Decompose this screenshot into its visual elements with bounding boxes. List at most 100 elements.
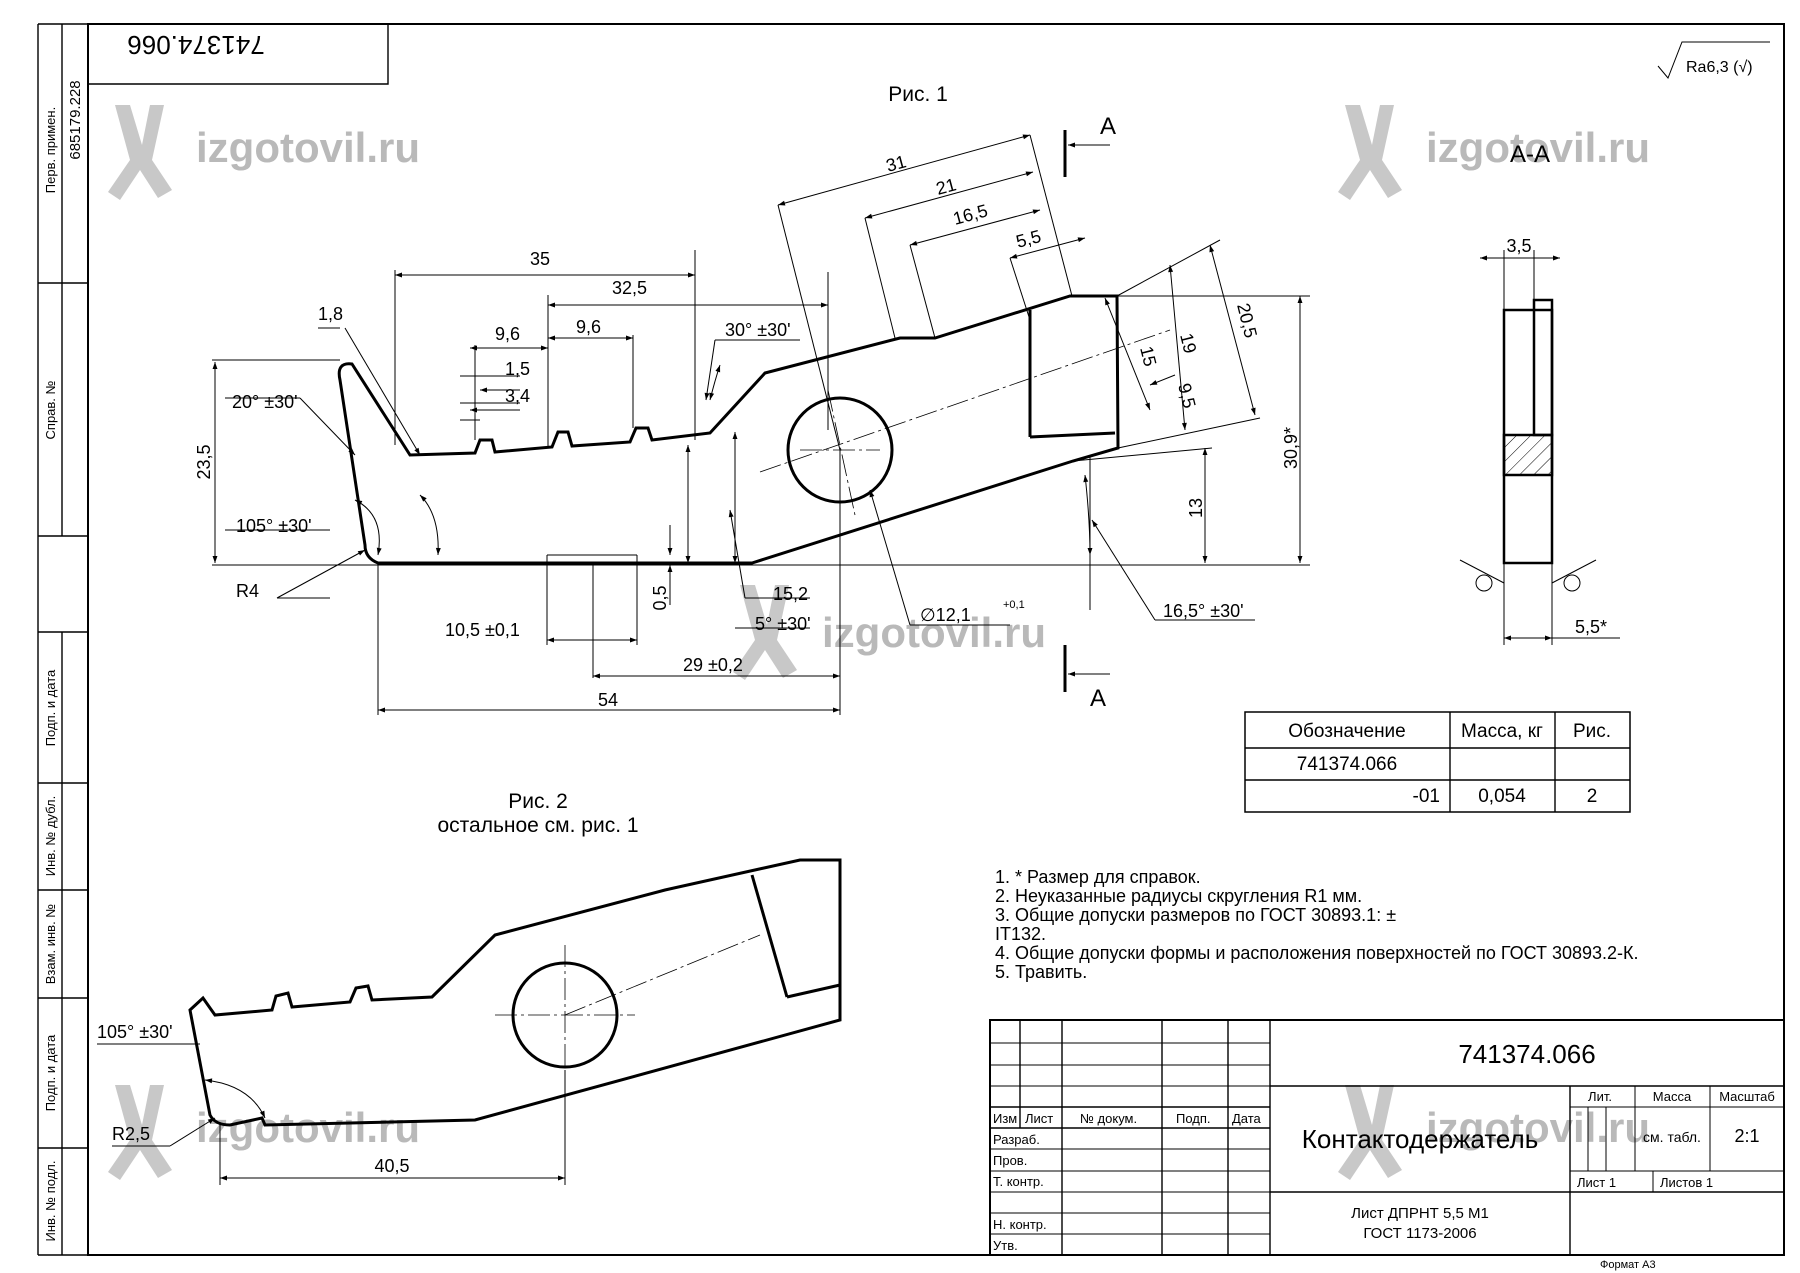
svg-text:+0,1: +0,1: [1003, 599, 1025, 611]
svg-text:19: 19: [1176, 331, 1200, 355]
angle-16-5: 16,5° ±30': [1163, 601, 1244, 621]
note-1: 1. * Размер для справок.: [995, 867, 1201, 887]
svg-text:Лист: Лист: [1025, 1111, 1053, 1126]
watermark-5: izgotovil.ru: [1338, 1085, 1650, 1180]
angle-20: 20° ±30': [232, 392, 298, 412]
table-cell: 2: [1587, 786, 1598, 807]
svg-text:10,5 ±0,1: 10,5 ±0,1: [445, 620, 520, 640]
svg-text:Ra6,3 (√): Ra6,3 (√): [1686, 59, 1753, 76]
svg-text:30,9*: 30,9*: [1281, 427, 1301, 469]
table-header-designation: Обозначение: [1288, 721, 1406, 742]
watermark-1: izgotovil.ru: [108, 105, 420, 200]
svg-text:izgotovil.ru: izgotovil.ru: [196, 124, 420, 171]
podp-data2-label: Подп. и дата: [43, 1034, 58, 1111]
top-doc-number: 741374.066: [127, 30, 264, 60]
svg-text:35: 35: [530, 249, 550, 269]
note-4: 4. Общие допуски формы и расположения по…: [995, 943, 1639, 963]
table-header-fig: Рис.: [1573, 721, 1611, 742]
note-3: 3. Общие допуски размеров по ГОСТ 30893.…: [995, 905, 1396, 925]
svg-text:Пров.: Пров.: [993, 1153, 1027, 1168]
svg-text:1,8: 1,8: [318, 304, 343, 324]
svg-text:0,5: 0,5: [650, 585, 670, 610]
svg-text:izgotovil.ru: izgotovil.ru: [1426, 1104, 1650, 1151]
drawing-frame: [87, 23, 1785, 1256]
side-stamps: Перв. примен. 685179.228 Справ. № Подп. …: [37, 23, 88, 1256]
inv-podl-label: Инв. № подл.: [43, 1161, 58, 1242]
fig2-title: Рис. 2: [508, 790, 568, 813]
svg-text:Изм: Изм: [993, 1111, 1017, 1126]
top-doc-number-box: 741374.066: [88, 24, 389, 85]
svg-text:9,5: 9,5: [1174, 381, 1199, 410]
svg-text:40,5: 40,5: [374, 1156, 409, 1176]
svg-text:13: 13: [1186, 498, 1206, 518]
inv-dubl-label: Инв. № дубл.: [43, 796, 58, 877]
svg-text:izgotovil.ru: izgotovil.ru: [822, 609, 1046, 656]
fig2-subtitle: остальное см. рис. 1: [437, 814, 638, 837]
table-cell: 0,054: [1478, 786, 1526, 807]
svg-text:15,2: 15,2: [773, 584, 808, 604]
note-5: 5. Травить.: [995, 962, 1087, 982]
fig2-angle-105: 105° ±30': [97, 1022, 173, 1042]
sprav-label: Справ. №: [43, 380, 58, 439]
perv-primen-value: 685179.228: [67, 80, 84, 159]
svg-text:Подп.: Подп.: [1176, 1111, 1211, 1126]
section-title: A-A: [1510, 141, 1550, 168]
fig2-radius: R2,5: [112, 1124, 150, 1144]
fig2-dimensions: 40,5 105° ±30' R2,5: [97, 1022, 566, 1185]
part-name: Контактодержатель: [1302, 1124, 1539, 1154]
svg-text:5° ±30': 5° ±30': [755, 614, 811, 634]
perv-primen-label: Перв. примен.: [43, 107, 58, 193]
svg-text:Разраб.: Разраб.: [993, 1132, 1040, 1147]
svg-text:Масштаб: Масштаб: [1719, 1089, 1775, 1104]
svg-text:29 ±0,2: 29 ±0,2: [683, 655, 743, 675]
section-marker-bottom: A: [1063, 645, 1110, 712]
title-block: Изм Лист № докум. Подп. Дата Разраб. Про…: [989, 1019, 1785, 1256]
title-doc-number: 741374.066: [1458, 1039, 1595, 1069]
variants-table: Обозначение Масса, кг Рис. 741374.066 -0…: [1244, 711, 1631, 813]
watermark-2: izgotovil.ru: [1338, 105, 1650, 200]
svg-text:15: 15: [1136, 344, 1160, 368]
svg-text:54: 54: [598, 690, 618, 710]
watermark-4: izgotovil.ru: [108, 1085, 420, 1180]
note-2: 2. Неуказанные радиусы скругления R1 мм.: [995, 886, 1362, 906]
svg-text:Лист 1: Лист 1: [1577, 1175, 1616, 1190]
svg-text:Н. контр.: Н. контр.: [993, 1217, 1047, 1232]
svg-text:1,5: 1,5: [505, 359, 530, 379]
table-cell: -01: [1413, 786, 1440, 807]
fig2-part-outline: [188, 858, 842, 1127]
svg-text:Листов 1: Листов 1: [1660, 1175, 1713, 1190]
vzam-inv-label: Взам. инв. №: [43, 904, 58, 985]
svg-text:A: A: [1100, 113, 1116, 140]
svg-text:20,5: 20,5: [1233, 301, 1261, 340]
svg-text:см. табл.: см. табл.: [1643, 1129, 1701, 1145]
section-view: 3,5 5,5*: [1459, 236, 1620, 645]
svg-text:5,5: 5,5: [1014, 226, 1043, 252]
diameter-12-1: ∅12,1: [920, 605, 971, 625]
fig1-dimension-texts: 31 21 16,5 5,5 35 32,5 9,6 9,6 1,8 1,5 3…: [194, 151, 1301, 710]
table-cell: 741374.066: [1297, 754, 1397, 775]
svg-text:21: 21: [934, 174, 959, 199]
note-3b: IT132.: [995, 924, 1046, 944]
format-label: Формат А3: [1600, 1259, 1656, 1271]
svg-text:№ докум.: № докум.: [1080, 1111, 1137, 1126]
radius-r4: R4: [236, 581, 259, 601]
svg-text:9,6: 9,6: [576, 317, 601, 337]
svg-text:Масса: Масса: [1653, 1089, 1692, 1104]
svg-text:Т. контр.: Т. контр.: [993, 1174, 1044, 1189]
fig1-title: Рис. 1: [888, 83, 948, 106]
table-header-mass: Масса, кг: [1461, 721, 1543, 742]
technical-notes: 1. * Размер для справок. 2. Неуказанные …: [995, 867, 1639, 982]
section-marker-top: A: [1063, 113, 1116, 177]
svg-text:ГОСТ 1173-2006: ГОСТ 1173-2006: [1363, 1225, 1476, 1242]
svg-text:5,5*: 5,5*: [1575, 617, 1607, 637]
svg-text:Утв.: Утв.: [993, 1238, 1018, 1253]
watermark-3: izgotovil.ru: [733, 585, 1046, 680]
fig2-centerlines: [495, 934, 761, 1090]
svg-text:Лист ДПРНТ 5,5 М1: Лист ДПРНТ 5,5 М1: [1351, 1205, 1489, 1222]
podp-data-label: Подп. и дата: [43, 669, 58, 746]
svg-text:Дата: Дата: [1232, 1111, 1262, 1126]
svg-text:A: A: [1090, 685, 1106, 712]
svg-text:3,4: 3,4: [505, 386, 530, 406]
svg-text:2:1: 2:1: [1734, 1126, 1759, 1146]
